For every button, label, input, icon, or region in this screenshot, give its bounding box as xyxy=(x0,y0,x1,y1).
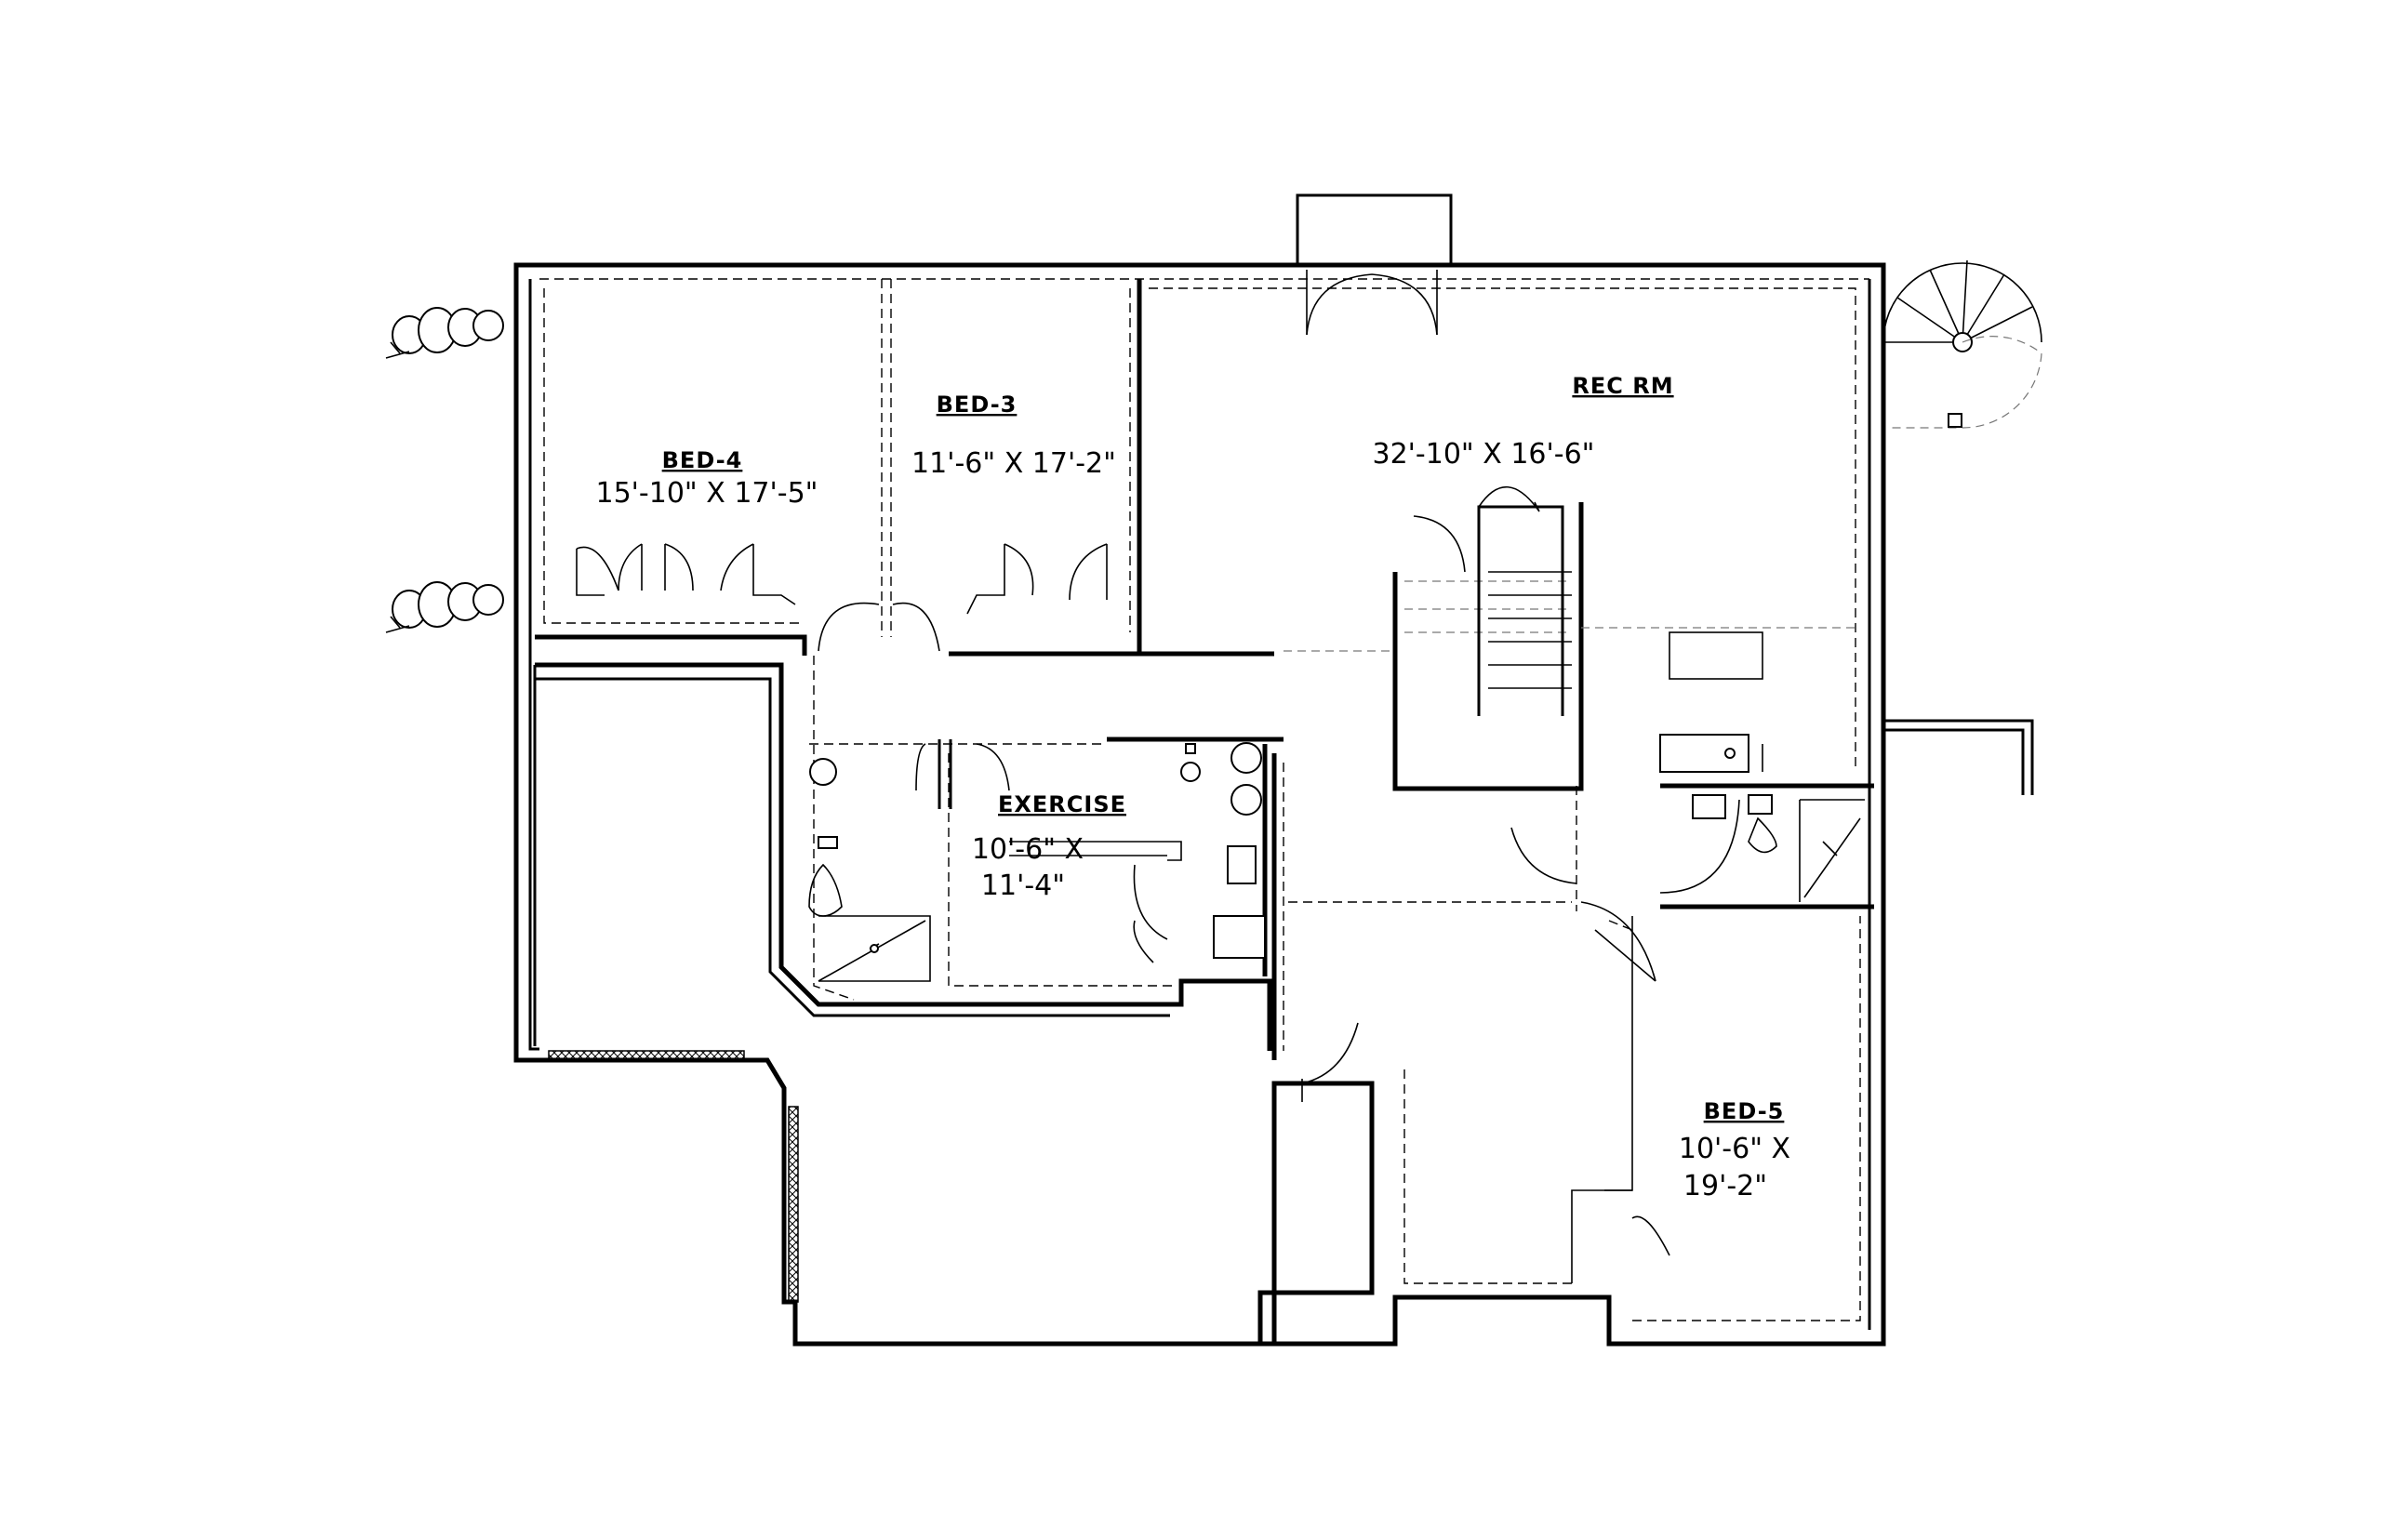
dashed-finish-lines xyxy=(539,278,1869,1321)
room-name-exercise: EXERCISE xyxy=(998,791,1126,817)
room-name-bed4: BED-4 xyxy=(662,447,743,473)
garage-walls xyxy=(533,662,1272,1051)
hatched-window-walls xyxy=(548,1050,799,1303)
label-exercise: EXERCISE 10'-6" X 11'-4" xyxy=(972,791,1126,902)
room-dims-bed5-1: 10'-6" X xyxy=(1679,1133,1790,1165)
room-name-bed3: BED-3 xyxy=(937,392,1018,418)
room-dims-bed5-2: 19'-2" xyxy=(1683,1170,1767,1202)
exterior-walls xyxy=(513,193,2034,1347)
bed3-closet-doors xyxy=(966,543,1108,615)
room-dims-bed3: 11'-6" X 17'-2" xyxy=(911,447,1116,480)
label-rec-room: REC RM 32'-10" X 16'-6" xyxy=(1373,373,1673,471)
room-dims-bed4: 15'-10" X 17'-5" xyxy=(596,477,818,510)
label-bed4: BED-4 15'-10" X 17'-5" xyxy=(596,447,818,510)
rec-room-doors xyxy=(1306,270,1656,982)
room-dims-rec: 32'-10" X 16'-6" xyxy=(1373,438,1595,471)
shrub-left-bottom xyxy=(385,581,504,633)
spiral-stair xyxy=(1882,259,2042,429)
room-dims-exercise-1: 10'-6" X xyxy=(972,833,1084,866)
exercise-area-fixtures xyxy=(808,739,1266,982)
label-bed3: BED-3 11'-6" X 17'-2" xyxy=(911,392,1116,480)
room-dims-exercise-2: 11'-4" xyxy=(981,870,1065,902)
bed4-closet-doors xyxy=(576,543,940,652)
shrub-left-top xyxy=(385,307,504,359)
room-name-rec: REC RM xyxy=(1572,373,1673,399)
interior-walls xyxy=(535,279,1874,1283)
label-bed5: BED-5 10'-6" X 19'-2" xyxy=(1679,1098,1790,1202)
room-name-bed5: BED-5 xyxy=(1704,1098,1785,1124)
rec-room-bath-fixtures xyxy=(1659,734,1865,902)
stairs xyxy=(1477,505,1763,716)
bed5-doors xyxy=(1301,1022,1670,1256)
